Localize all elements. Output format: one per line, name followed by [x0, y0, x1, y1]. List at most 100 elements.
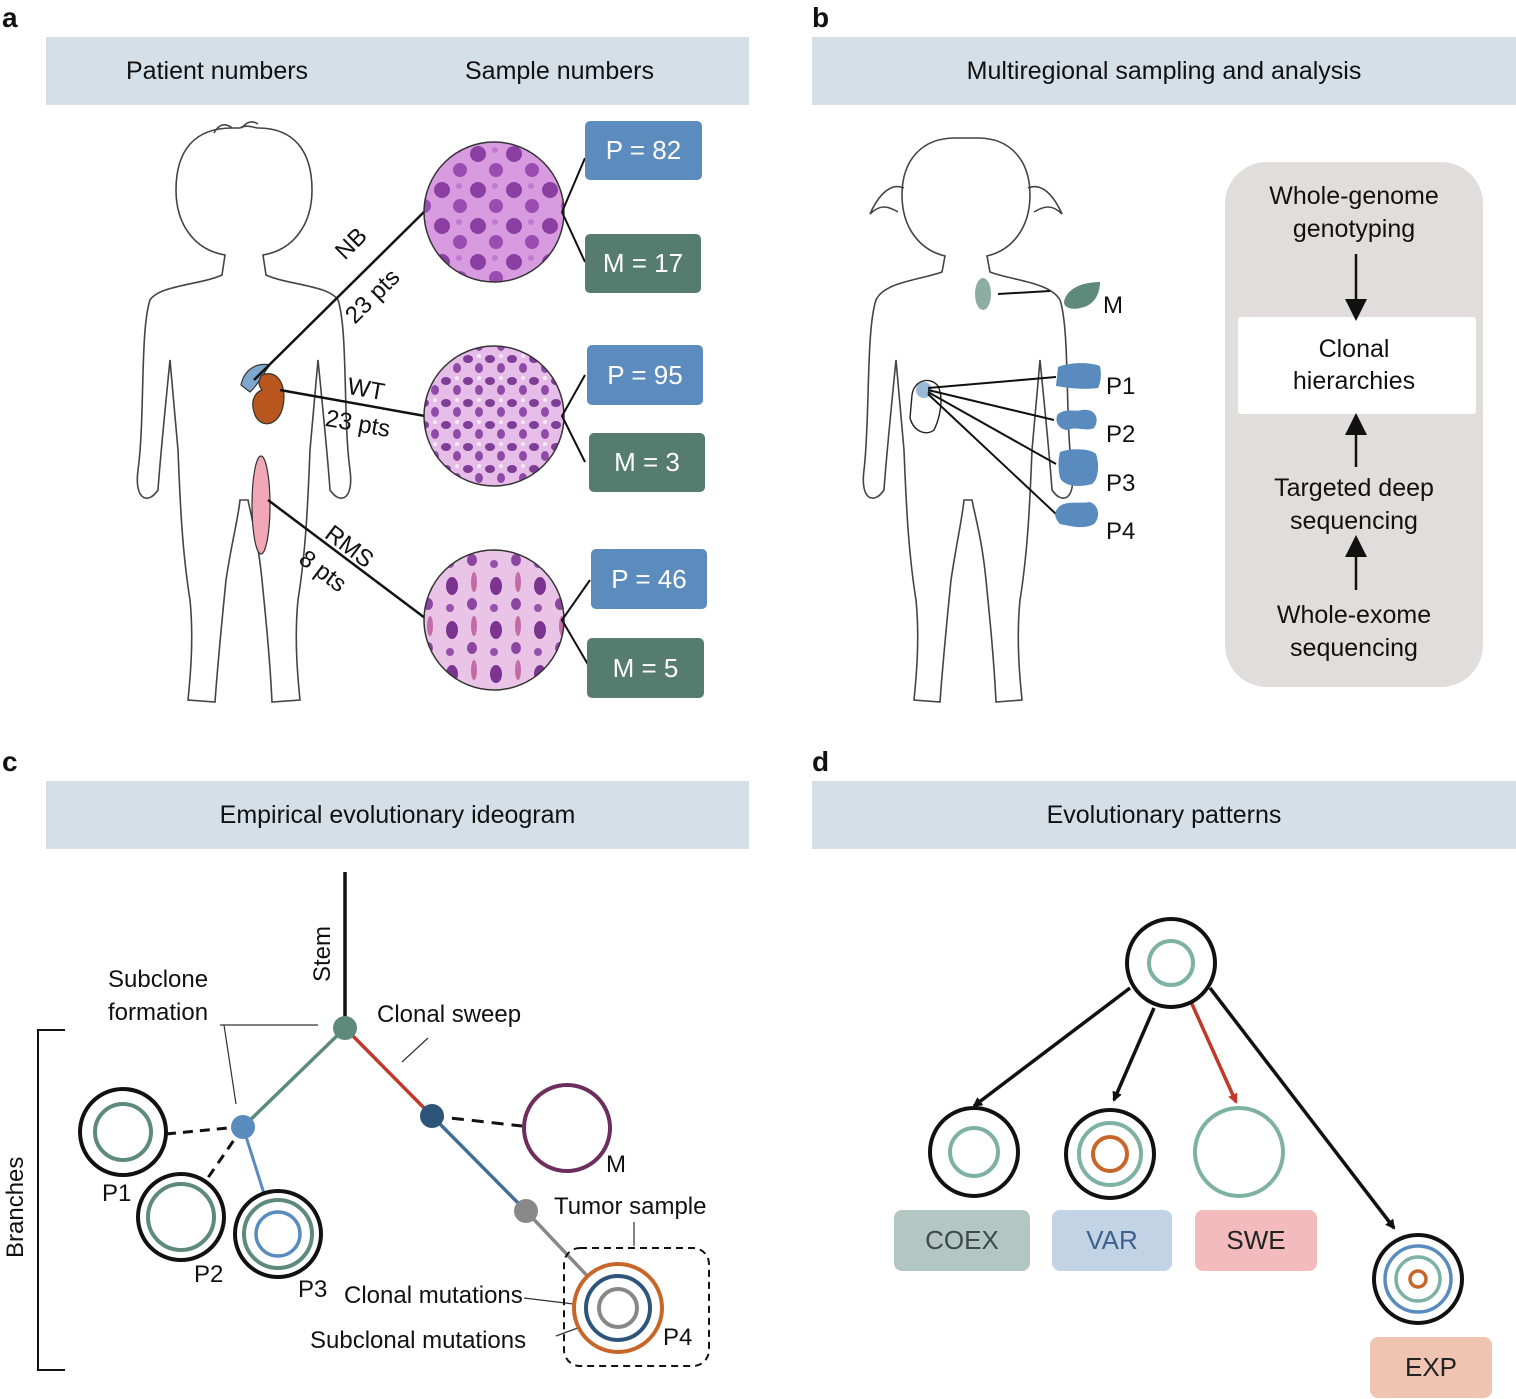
p2-dash: [203, 1126, 245, 1183]
tumor-sample-label: Tumor sample: [554, 1193, 707, 1220]
kidney-organ: [252, 373, 285, 425]
clonal-hierarchies-box: [1238, 317, 1476, 414]
exp-box: EXP: [1370, 1337, 1492, 1398]
p1-label: P1: [102, 1180, 132, 1207]
flow-clonal-line1: Clonal: [1318, 335, 1390, 363]
clonal-mutations-label: Clonal mutations: [344, 1282, 523, 1309]
child-silhouette-b: [862, 137, 1074, 703]
clonal-sweep-label: Clonal sweep: [377, 1001, 522, 1028]
root-node: [333, 1016, 357, 1040]
line-p2: [927, 389, 1055, 421]
line-p3: [927, 391, 1057, 465]
sample-p2: [136, 1172, 226, 1262]
sample-p1: [78, 1087, 168, 1177]
nb-metastasis-count: M = 17: [585, 234, 701, 293]
nb-histology: [423, 141, 565, 283]
sweep-leader: [401, 1037, 429, 1063]
sample-p3-label: P3: [1106, 470, 1136, 497]
sample-m-shape: [1064, 282, 1100, 309]
green-branch: [241, 1026, 347, 1129]
flow-wes-line2: sequencing: [1290, 634, 1418, 662]
panel-a-header: Patient numbers Sample numbers: [46, 37, 749, 105]
gray-node: [514, 1199, 538, 1223]
sample-p3: [233, 1189, 323, 1279]
var-clone: [1064, 1108, 1156, 1200]
metastasis-site: [975, 278, 991, 310]
nb-bracket: [560, 157, 586, 263]
p1-dash: [165, 1125, 239, 1136]
nb-connector: [253, 207, 429, 381]
sweep-node: [420, 1104, 444, 1128]
panel-letter-b: b: [812, 2, 830, 33]
flow-tds-line1: Targeted deep: [1274, 474, 1434, 502]
panel-b-header: Multiregional sampling and analysis: [812, 37, 1516, 105]
subclone-leader-2: [223, 1024, 237, 1105]
panel-letter-d: d: [812, 746, 830, 777]
sample-p2-label: P2: [1106, 421, 1136, 448]
ancestor-clone: [1125, 917, 1217, 1009]
tumor-sample-box: [563, 1247, 710, 1367]
wt-primary-count: P = 95: [587, 345, 703, 405]
muscle-organ: [251, 455, 271, 555]
m-label: M: [606, 1151, 626, 1178]
arrow-exp: [1208, 986, 1396, 1230]
line-m: [997, 290, 1051, 295]
p3-label: P3: [298, 1276, 328, 1303]
wt-histology: [423, 345, 565, 487]
wt-connector: [279, 388, 426, 418]
nb-primary-count: P = 82: [585, 121, 702, 180]
sample-p2-shape: [1056, 409, 1097, 430]
sample-p4-shape: [1055, 502, 1099, 528]
swe-box: SWE: [1195, 1210, 1317, 1271]
arrow-coex: [972, 986, 1132, 1108]
sweep-branch: [343, 1026, 434, 1118]
m-dash: [431, 1114, 523, 1128]
wt-metastasis-count: M = 3: [589, 433, 705, 492]
flow-wgg-line1: Whole-genome: [1269, 182, 1439, 210]
flow-arrows: [1345, 254, 1367, 590]
wt-bracket: [560, 374, 586, 463]
sample-p1-shape: [1056, 363, 1101, 389]
child-silhouette-a: [136, 121, 352, 703]
rms-connector: [267, 499, 426, 619]
branches-label: Branches: [2, 1156, 29, 1258]
panel-b-title: Multiregional sampling and analysis: [966, 56, 1362, 85]
var-box: VAR: [1052, 1210, 1172, 1271]
stem-label: Stem: [309, 925, 336, 982]
panel-c-title: Empirical evolutionary ideogram: [219, 800, 576, 829]
subclone-label-line1: Subclone: [108, 966, 209, 993]
panel-letter-a: a: [2, 2, 18, 33]
subclone-label-line2: formation: [108, 999, 209, 1026]
branches-bracket: [37, 1029, 65, 1371]
sample-m: [522, 1083, 612, 1173]
analysis-flow: Whole-genome genotyping Clonal hierarchi…: [1225, 162, 1483, 687]
flow-clonal-line2: hierarchies: [1292, 367, 1416, 395]
panel-c-header: Empirical evolutionary ideogram: [46, 781, 749, 849]
coex-clone: [928, 1106, 1020, 1198]
sample-numbers-title: Sample numbers: [465, 56, 654, 85]
rms-metastasis-count: M = 5: [587, 638, 704, 698]
flow-wes-line1: Whole-exome: [1276, 601, 1432, 629]
swe-clone: [1193, 1106, 1285, 1198]
sample-m-label: M: [1103, 292, 1123, 319]
flow-wgg-line2: genotyping: [1292, 215, 1416, 243]
patient-numbers-title: Patient numbers: [126, 56, 309, 85]
rms-bracket: [560, 579, 591, 669]
blue-branch: [430, 1114, 528, 1213]
p2-label: P2: [194, 1261, 224, 1288]
coex-box: COEX: [894, 1210, 1030, 1271]
sample-p4: [572, 1262, 664, 1354]
sample-p1-label: P1: [1106, 373, 1136, 400]
arrow-var: [1112, 1007, 1156, 1102]
panel-d-title: Evolutionary patterns: [1046, 800, 1282, 829]
sample-p3-shape: [1058, 449, 1099, 486]
subclone-node: [231, 1115, 255, 1139]
exp-clone: [1372, 1233, 1464, 1325]
p4-label: P4: [663, 1324, 693, 1351]
flow-tds-line2: sequencing: [1290, 507, 1418, 535]
rms-primary-count: P = 46: [591, 549, 707, 609]
panel-letter-c: c: [2, 746, 18, 777]
line-p1: [927, 376, 1057, 389]
subclonal-mutations-label: Subclonal mutations: [310, 1327, 527, 1354]
